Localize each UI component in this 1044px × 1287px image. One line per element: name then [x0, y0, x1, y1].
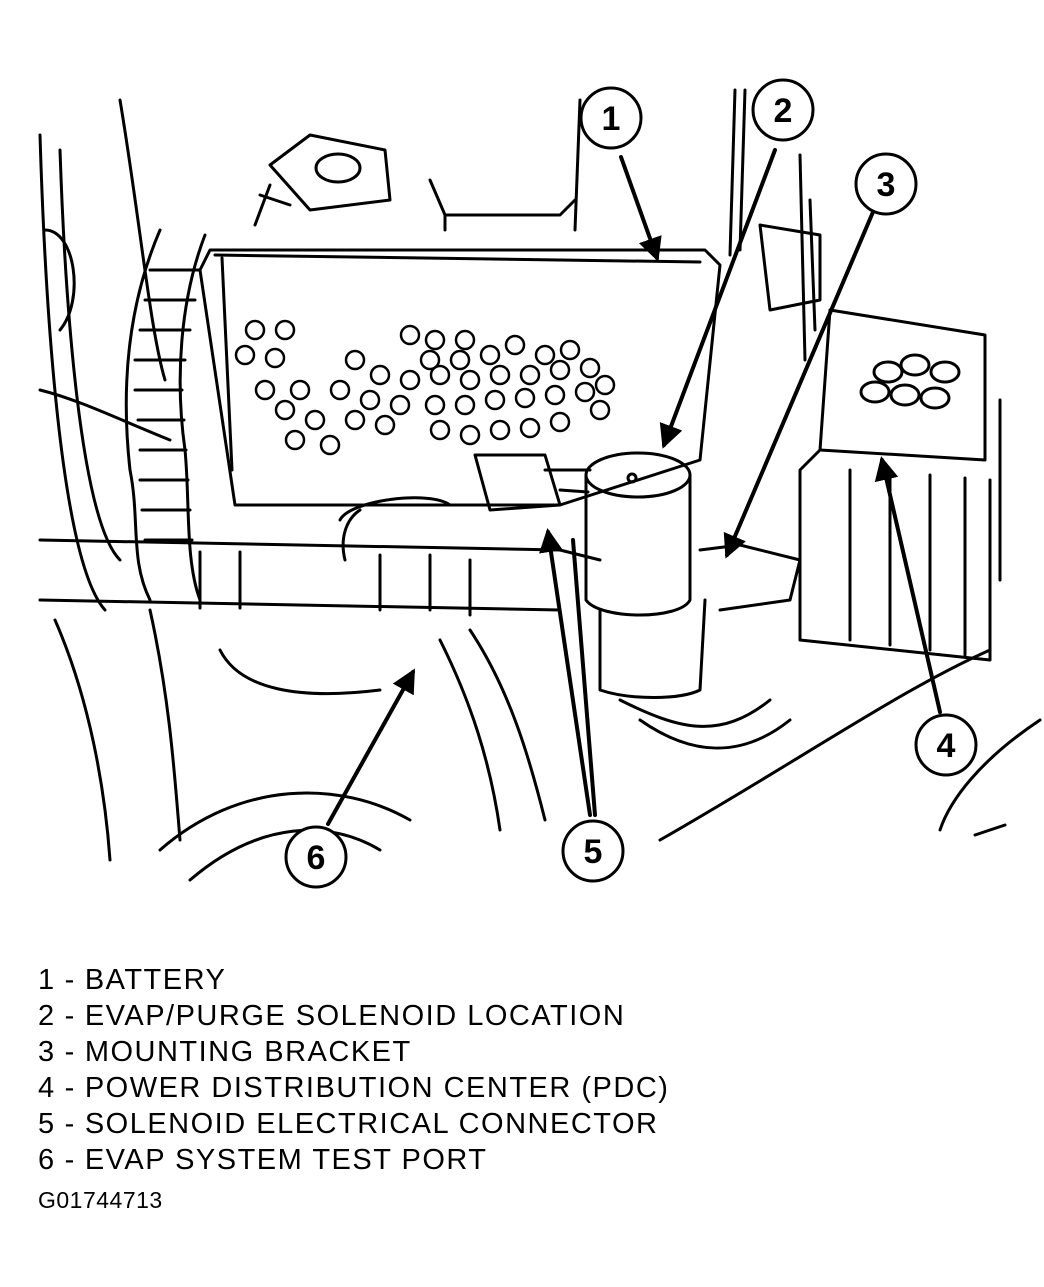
background-linework	[38, 88, 1042, 882]
legend-separator: -	[64, 1108, 76, 1140]
callout-1: 1	[579, 86, 643, 150]
callout-6: 6	[284, 825, 348, 889]
leader-1	[619, 155, 662, 262]
legend-separator: -	[64, 1144, 76, 1176]
bracket-and-pdc-drawing	[698, 308, 992, 662]
legend-number: 5	[38, 1108, 56, 1140]
legend-item: 3-MOUNTING BRACKET	[38, 1034, 669, 1070]
engine-bay-illustration: 1 2 3 4 5 6	[38, 78, 1042, 889]
callout-6-number: 6	[307, 839, 326, 877]
legend-item: 5-SOLENOID ELECTRICAL CONNECTOR	[38, 1106, 669, 1142]
evap-hose-lines	[38, 496, 792, 832]
legend-separator: -	[64, 1036, 76, 1068]
leader-5a	[539, 528, 592, 817]
leader-3	[723, 210, 875, 559]
legend-number: 1	[38, 964, 56, 996]
callout-3: 3	[854, 152, 918, 216]
legend-label: SOLENOID ELECTRICAL CONNECTOR	[84, 1108, 659, 1140]
figure-id: G01744713	[38, 1187, 163, 1213]
legend-item: 4-POWER DISTRIBUTION CENTER (PDC)	[38, 1070, 669, 1106]
callout-1-number: 1	[602, 100, 621, 138]
wiring-loom-left	[124, 228, 207, 602]
battery-vent-holes	[234, 319, 616, 456]
legend-label: EVAP/PURGE SOLENOID LOCATION	[84, 1000, 626, 1032]
callout-leaders	[326, 148, 942, 826]
legend-number: 4	[38, 1072, 56, 1104]
legend-item: 1-BATTERY	[38, 962, 669, 998]
legend-label: MOUNTING BRACKET	[84, 1036, 412, 1068]
callout-5-number: 5	[584, 833, 603, 871]
callout-4-number: 4	[937, 727, 956, 765]
leader-6	[326, 668, 415, 826]
leader-5b	[571, 538, 597, 817]
callout-2: 2	[751, 78, 815, 142]
callout-legend: 1-BATTERY 2-EVAP/PURGE SOLENOID LOCATION…	[38, 962, 669, 1178]
battery-drawing	[198, 133, 722, 507]
legend-label: EVAP SYSTEM TEST PORT	[84, 1144, 488, 1176]
legend-separator: -	[64, 1000, 76, 1032]
legend-number: 3	[38, 1036, 56, 1068]
leader-2	[659, 148, 777, 449]
legend-label: POWER DISTRIBUTION CENTER (PDC)	[84, 1072, 670, 1104]
legend-number: 2	[38, 1000, 56, 1032]
legend-item: 2-EVAP/PURGE SOLENOID LOCATION	[38, 998, 669, 1034]
purge-solenoid-drawing	[473, 451, 707, 699]
leader-4	[874, 456, 942, 714]
legend-item: 6-EVAP SYSTEM TEST PORT	[38, 1142, 669, 1178]
callout-2-number: 2	[774, 92, 793, 130]
callout-5: 5	[561, 819, 625, 883]
legend-separator: -	[64, 1072, 76, 1104]
callout-4: 4	[914, 713, 978, 777]
legend-separator: -	[64, 964, 76, 996]
legend-number: 6	[38, 1144, 56, 1176]
legend-label: BATTERY	[84, 964, 227, 996]
callout-3-number: 3	[877, 166, 896, 204]
